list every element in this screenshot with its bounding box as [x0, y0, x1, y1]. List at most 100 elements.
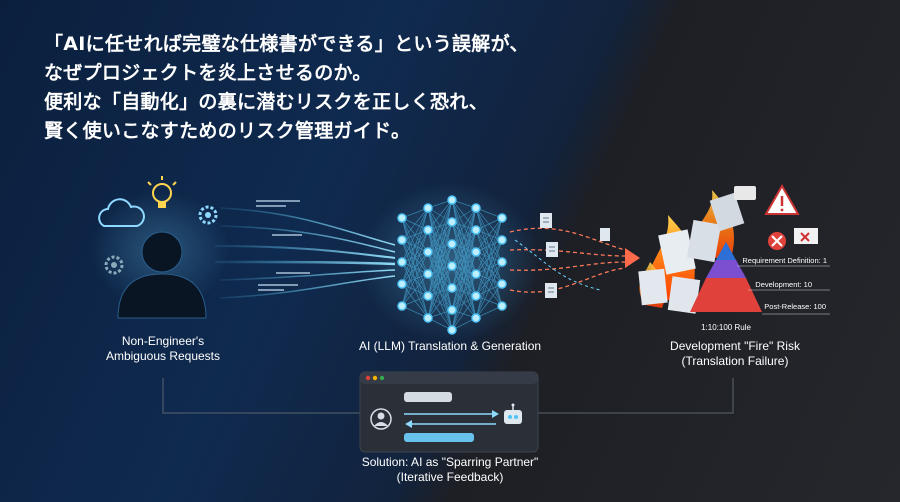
network-edge — [451, 229, 477, 331]
non-engineer-label-line-2: Ambiguous Requests — [105, 349, 221, 363]
gear-icon — [198, 205, 218, 225]
network-node — [471, 247, 481, 257]
network-node — [471, 291, 481, 301]
network-edge — [427, 221, 453, 319]
headline-line-1: 「AIに任せれば完璧な仕様書ができる」という誤解が、 — [44, 33, 529, 55]
network-edge — [475, 217, 503, 253]
network-edge — [451, 207, 477, 267]
network-node — [447, 195, 457, 205]
ai-label-line-1: AI (LLM) Translation & Generation — [358, 339, 542, 353]
network-node — [497, 301, 507, 311]
network-edge — [451, 207, 477, 245]
network-edge — [475, 261, 503, 319]
output-data-streams — [509, 213, 640, 298]
document-icon — [600, 228, 610, 241]
network-edge — [451, 207, 477, 289]
cost-pyramid: Requirement Definition: 1 Development: 1… — [690, 242, 830, 332]
network-node — [397, 213, 407, 223]
network-edge — [427, 243, 453, 319]
network-edge — [475, 217, 503, 231]
document-icon — [540, 213, 552, 228]
tier-label-post-release: Post-Release: 100 — [764, 302, 826, 311]
feedback-connectors — [162, 378, 734, 414]
solution-label-line-1: Solution: AI as "Sparring Partner" — [361, 455, 539, 469]
network-node — [423, 313, 433, 323]
non-engineer-label-line-1: Non-Engineer's — [121, 334, 205, 348]
network-edge — [401, 229, 429, 307]
user-avatar-icon — [370, 408, 392, 430]
neural-network — [360, 182, 540, 342]
non-engineer-group — [90, 176, 230, 319]
chat-bubble — [404, 433, 474, 442]
tier-label-requirement: Requirement Definition: 1 — [742, 256, 827, 265]
network-node — [397, 301, 407, 311]
network-node — [397, 279, 407, 289]
scattered-papers — [638, 192, 745, 314]
network-edge — [427, 199, 453, 253]
robot-icon — [504, 403, 522, 424]
network-edge — [427, 287, 453, 319]
network-edge — [401, 207, 429, 263]
lightbulb-icon — [147, 176, 177, 208]
network-edge — [427, 199, 453, 231]
network-node — [447, 217, 457, 227]
network-edge — [475, 239, 503, 319]
solution-label: Solution: AI as "Sparring Partner" (Iter… — [340, 455, 560, 485]
document-icon — [545, 283, 557, 298]
solution-label-line-2: (Iterative Feedback) — [396, 470, 504, 484]
cloud-icon — [98, 198, 145, 227]
network-node — [423, 247, 433, 257]
network-edge — [451, 251, 477, 331]
chat-bubble — [404, 392, 452, 402]
risk-label-line-2: (Translation Failure) — [681, 354, 789, 368]
network-node — [447, 305, 457, 315]
headline-line-3: 便利な「自動化」の裏に潜むリスクを正しく恐れ、 — [44, 91, 489, 113]
network-node — [447, 283, 457, 293]
network-node — [471, 269, 481, 279]
network-edge — [401, 251, 429, 307]
network-edge — [401, 273, 429, 307]
network-node — [497, 257, 507, 267]
risk-group: Requirement Definition: 1 Development: 1… — [638, 183, 830, 332]
network-node — [471, 225, 481, 235]
network-node — [423, 269, 433, 279]
error-x-icon — [768, 232, 786, 250]
network-node — [447, 325, 457, 335]
pyramid-tier-bottom — [690, 278, 762, 312]
network-edge — [475, 217, 503, 319]
chat-bubble-icon — [734, 186, 756, 200]
person-silhouette-icon — [117, 231, 207, 319]
network-node — [397, 235, 407, 245]
network-edge — [451, 273, 477, 331]
error-window-icon — [794, 228, 818, 244]
network-edge — [401, 207, 429, 307]
pyramid-tier-middle — [706, 260, 746, 278]
ai-label: AI (LLM) Translation & Generation — [340, 339, 560, 354]
headline-line-2: なぜプロジェクトを炎上させるのか。 — [44, 62, 372, 84]
network-edge — [401, 207, 429, 241]
network-edge — [475, 283, 503, 319]
network-node — [447, 261, 457, 271]
headline: 「AIに任せれば完璧な仕様書ができる」という誤解が、 なぜプロジェクトを炎上させ… — [44, 30, 604, 146]
document-icon — [546, 242, 558, 257]
gear-icon — [104, 255, 124, 275]
headline-line-4: 賢く使いこなすためのリスク管理ガイド。 — [44, 120, 411, 142]
network-edge — [427, 265, 453, 319]
network-node — [447, 239, 457, 249]
network-node — [397, 257, 407, 267]
network-edge — [427, 199, 453, 297]
network-node — [423, 203, 433, 213]
risk-label: Development "Fire" Risk (Translation Fai… — [650, 339, 820, 369]
rule-label: 1:10:100 Rule — [701, 323, 751, 332]
pyramid-tier-top — [716, 242, 736, 260]
network-node — [497, 235, 507, 245]
network-node — [471, 313, 481, 323]
network-edge — [475, 305, 503, 319]
network-edge — [401, 207, 429, 285]
network-node — [423, 225, 433, 235]
warning-icon — [764, 183, 800, 215]
network-edge — [451, 295, 477, 331]
network-edge — [427, 199, 453, 275]
network-edge — [475, 217, 503, 297]
